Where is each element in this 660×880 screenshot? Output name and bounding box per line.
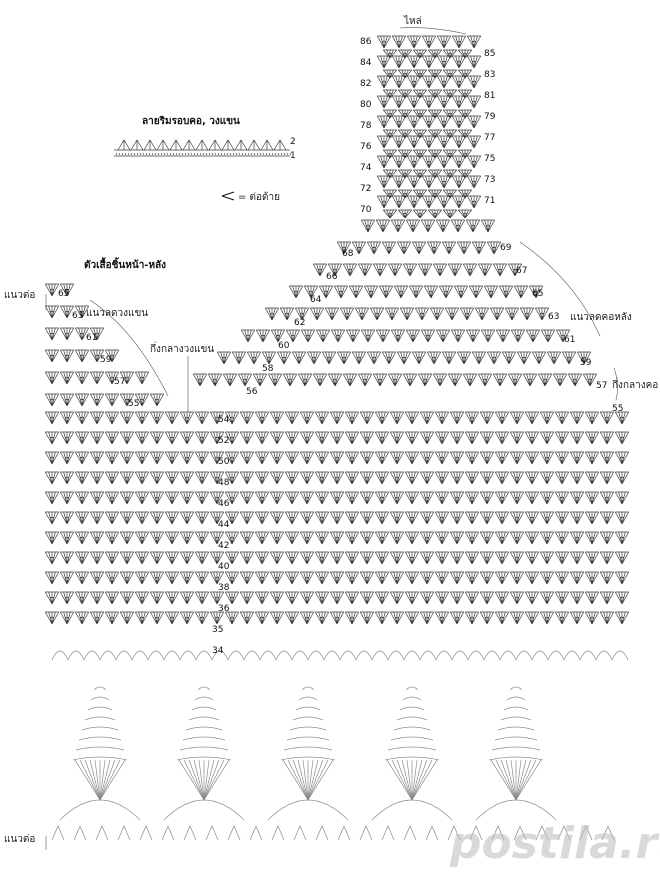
row-number: 44 bbox=[218, 520, 230, 530]
row-number: 63 bbox=[72, 311, 83, 321]
row-number: 50 bbox=[218, 457, 230, 467]
row-number: 73 bbox=[484, 175, 495, 185]
row-number: 66 bbox=[326, 272, 338, 282]
row-number: 65 bbox=[58, 289, 69, 299]
row-number: 35 bbox=[212, 625, 223, 635]
back-neck-line-label: แนวลดคอหลัง bbox=[570, 312, 632, 323]
edging-title: ลายริมรอบคอ, วงแขน bbox=[142, 115, 240, 127]
row-number: 46 bbox=[218, 499, 230, 509]
row-number: 55 bbox=[612, 404, 623, 414]
row-number: 80 bbox=[360, 100, 372, 110]
row-number: 52 bbox=[218, 436, 229, 446]
row-number: 86 bbox=[360, 37, 372, 47]
row-number: 61 bbox=[564, 335, 575, 345]
row-number: 40 bbox=[218, 562, 230, 572]
armhole-line-label: แนวลดวงแขน bbox=[86, 308, 148, 319]
row-number: 82 bbox=[360, 79, 371, 89]
row-number: 58 bbox=[262, 364, 274, 374]
row-number: 60 bbox=[278, 341, 290, 351]
row-number: 85 bbox=[484, 49, 495, 59]
row-number: 42 bbox=[218, 541, 229, 551]
row-number: 34 bbox=[212, 646, 224, 656]
center-neck-label: กึ่งกลางคอ bbox=[612, 377, 658, 391]
row-number: 67 bbox=[516, 266, 527, 276]
row-number: 71 bbox=[484, 196, 495, 206]
row-number: 59 bbox=[580, 358, 592, 368]
row-number: 55 bbox=[128, 399, 139, 409]
row-number: 79 bbox=[484, 112, 496, 122]
row-number: 83 bbox=[484, 70, 495, 80]
row-number: 70 bbox=[360, 205, 372, 215]
row-number: 84 bbox=[360, 58, 372, 68]
row-number: 65 bbox=[532, 289, 543, 299]
row-number: 2 bbox=[290, 137, 296, 147]
row-number: 75 bbox=[484, 154, 495, 164]
row-number: 38 bbox=[218, 583, 230, 593]
watermark: postila.ru bbox=[449, 818, 660, 869]
row-number: 1 bbox=[290, 151, 296, 161]
row-number: 77 bbox=[484, 133, 495, 143]
join-yarn-icon bbox=[221, 191, 235, 201]
row-number: 56 bbox=[246, 387, 258, 397]
row-number: 72 bbox=[360, 184, 371, 194]
stitch-pattern bbox=[44, 35, 630, 841]
row-numbers: 2 1 86 84 82 80 78 76 74 72 70 85 83 81 79 77 75 73 71 69 67… bbox=[58, 37, 623, 656]
guide-lines bbox=[45, 27, 618, 850]
body-title: ตัวเสื้อชิ้นหน้า-หลัง bbox=[84, 257, 166, 271]
row-number: 68 bbox=[342, 249, 354, 259]
row-number: 57 bbox=[596, 381, 607, 391]
row-number: 59 bbox=[100, 355, 112, 365]
row-number: 57 bbox=[114, 377, 125, 387]
row-number: 63 bbox=[548, 312, 559, 322]
row-number: 81 bbox=[484, 91, 495, 101]
row-number: 78 bbox=[360, 121, 372, 131]
shoulder-label: ไหล่ bbox=[403, 15, 422, 27]
row-number: 69 bbox=[500, 243, 512, 253]
row-number: 61 bbox=[86, 333, 97, 343]
row-number: 48 bbox=[218, 478, 230, 488]
join-legend-text: = ต่อด้าย bbox=[238, 191, 280, 203]
armhole-center-label: กึ่งกลางวงแขน bbox=[150, 341, 214, 355]
row-number: 36 bbox=[218, 604, 230, 614]
row-number: 64 bbox=[310, 295, 322, 305]
row-number: 74 bbox=[360, 163, 372, 173]
row-number: 76 bbox=[360, 142, 372, 152]
row-number: 62 bbox=[294, 318, 305, 328]
row-number: 54 bbox=[218, 415, 230, 425]
seam-label-top: แนวต่อ bbox=[4, 290, 35, 301]
seam-label-bottom: แนวต่อ bbox=[4, 834, 35, 845]
